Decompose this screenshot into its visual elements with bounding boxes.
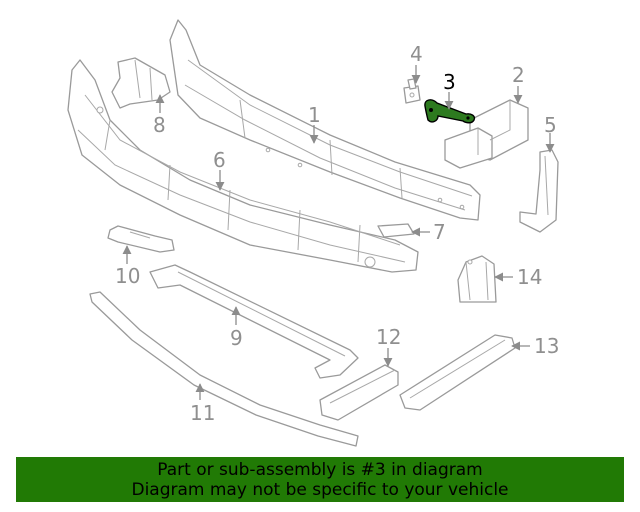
callout-11: 11 <box>190 401 215 425</box>
callout-6: 6 <box>213 148 226 172</box>
callout-7: 7 <box>433 220 446 244</box>
banner-line-1: Part or sub-assembly is #3 in diagram <box>157 459 483 480</box>
part-11-strip[interactable] <box>89 291 359 447</box>
part-7-pad[interactable] <box>377 223 415 238</box>
callout-10: 10 <box>115 264 140 288</box>
part-13-rail[interactable] <box>399 334 516 411</box>
part-14-mount-plate[interactable] <box>457 255 497 303</box>
leader-lines <box>122 65 555 400</box>
part-4-clip[interactable] <box>403 78 421 104</box>
parts-diagram: 1 2 3 4 5 6 7 8 9 10 11 12 13 14 <box>67 19 559 447</box>
part-5-side-bracket[interactable] <box>519 149 559 233</box>
part-1-reinforcement-bar[interactable] <box>169 19 481 221</box>
callout-2: 2 <box>512 63 525 87</box>
banner-line-2: Diagram may not be specific to your vehi… <box>131 479 509 500</box>
part-10-bracket[interactable] <box>107 225 175 253</box>
callout-9: 9 <box>230 326 243 350</box>
part-8-left-bracket[interactable] <box>111 57 171 109</box>
part-2-bracket[interactable] <box>444 99 529 169</box>
callout-13: 13 <box>534 334 559 358</box>
callout-14: 14 <box>517 265 542 289</box>
info-banner: Part or sub-assembly is #3 in diagram Di… <box>16 457 624 502</box>
callout-1: 1 <box>308 103 321 127</box>
part-6-energy-absorber[interactable] <box>67 59 419 273</box>
part-3-highlighted[interactable] <box>424 99 476 124</box>
callout-12: 12 <box>376 325 401 349</box>
callout-4: 4 <box>410 42 423 66</box>
callout-8: 8 <box>153 113 166 137</box>
callout-3: 3 <box>443 70 456 94</box>
part-9-lower-bar[interactable] <box>149 264 359 379</box>
callout-5: 5 <box>544 113 557 137</box>
